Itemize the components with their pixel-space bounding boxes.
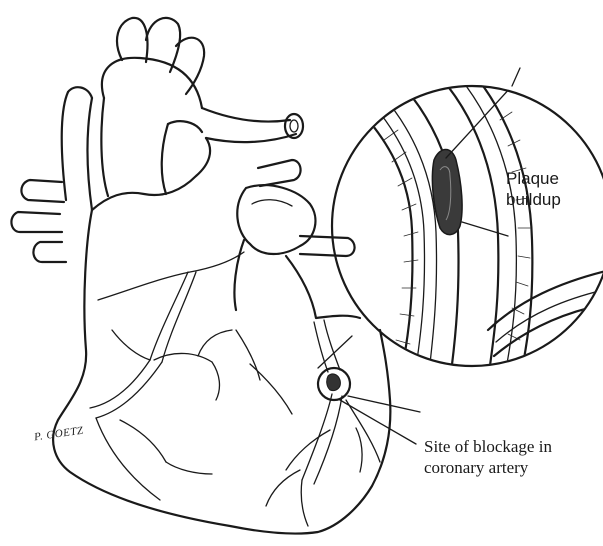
branch-vessel-upper <box>488 270 603 330</box>
pulmonary-artery-lumen <box>290 120 298 132</box>
magnified-inset <box>332 58 603 380</box>
lad-lower-a <box>302 394 332 480</box>
blockage-label-line-1: Site of blockage in <box>424 436 552 457</box>
lad-side-branch-1 <box>346 400 380 462</box>
blockage-leader-lower <box>340 400 416 444</box>
coronary-branch-b2 <box>96 362 162 418</box>
aortic-arch <box>102 58 202 108</box>
coronary-branch-i <box>166 462 212 474</box>
subclavian-artery <box>176 38 204 94</box>
brachiocephalic-artery <box>117 18 147 62</box>
coronary-branch-c <box>96 418 160 500</box>
mid-branch <box>250 364 292 414</box>
vena-cava-right <box>88 98 93 210</box>
lad-side-branch-3 <box>356 428 362 472</box>
heart-body <box>53 98 390 534</box>
interventricular-groove <box>286 256 360 318</box>
right-atrium-top <box>92 138 210 210</box>
lad-tail <box>301 480 308 526</box>
branch-vessel-lower <box>494 302 603 356</box>
coronary-branch-f <box>198 330 232 356</box>
auricle-fold <box>252 200 292 206</box>
auricle-base <box>234 240 244 310</box>
mid-branch-2 <box>236 330 260 380</box>
left-auricle <box>237 185 315 254</box>
blockage-plaque <box>327 374 341 391</box>
plaque-label: Plaque buildup <box>506 168 561 210</box>
great-vessels <box>11 18 354 262</box>
vena-cava-top <box>68 87 92 98</box>
coronary-branch-h <box>120 420 166 462</box>
coronary-branch-g <box>112 330 150 360</box>
plaque-leader-lower <box>462 222 508 236</box>
lad-upper-b <box>324 320 340 370</box>
ascending-aorta-right <box>162 124 168 194</box>
coronary-branch-b <box>90 360 150 408</box>
atrioventricular-groove <box>98 252 244 300</box>
plaque-label-line-1: Plaque <box>506 168 561 189</box>
heart-outline <box>53 210 390 534</box>
artery-wall-left-2 <box>362 92 425 380</box>
coronary-branch-a <box>150 272 188 360</box>
pulmonary-vein-1 <box>21 180 64 202</box>
aortic-fold <box>168 121 202 132</box>
ascending-aorta-left <box>101 98 108 196</box>
plaque-deposit <box>432 150 462 235</box>
plaque-label-line-2: buildup <box>506 189 561 210</box>
magnifier-link-1 <box>318 336 352 368</box>
right-vessel-1 <box>258 160 301 186</box>
pulmonary-artery-upper <box>202 108 290 122</box>
lad-side-branch-4 <box>266 470 300 506</box>
plaque-leader-tail <box>512 68 520 86</box>
pulmonary-artery-lower <box>206 134 296 142</box>
blockage-label: Site of blockage in coronary artery <box>424 436 552 478</box>
blockage-leader-upper <box>348 396 420 412</box>
vena-cava-left <box>62 92 68 200</box>
pulmonary-vein-3 <box>33 242 66 262</box>
inset-circle <box>332 86 603 366</box>
blockage-label-line-2: coronary artery <box>424 457 552 478</box>
left-carotid-artery <box>146 18 180 72</box>
coronary-branch-e <box>212 362 219 400</box>
pulmonary-vein-2 <box>11 212 62 232</box>
artery-wall-left-3 <box>374 86 437 380</box>
